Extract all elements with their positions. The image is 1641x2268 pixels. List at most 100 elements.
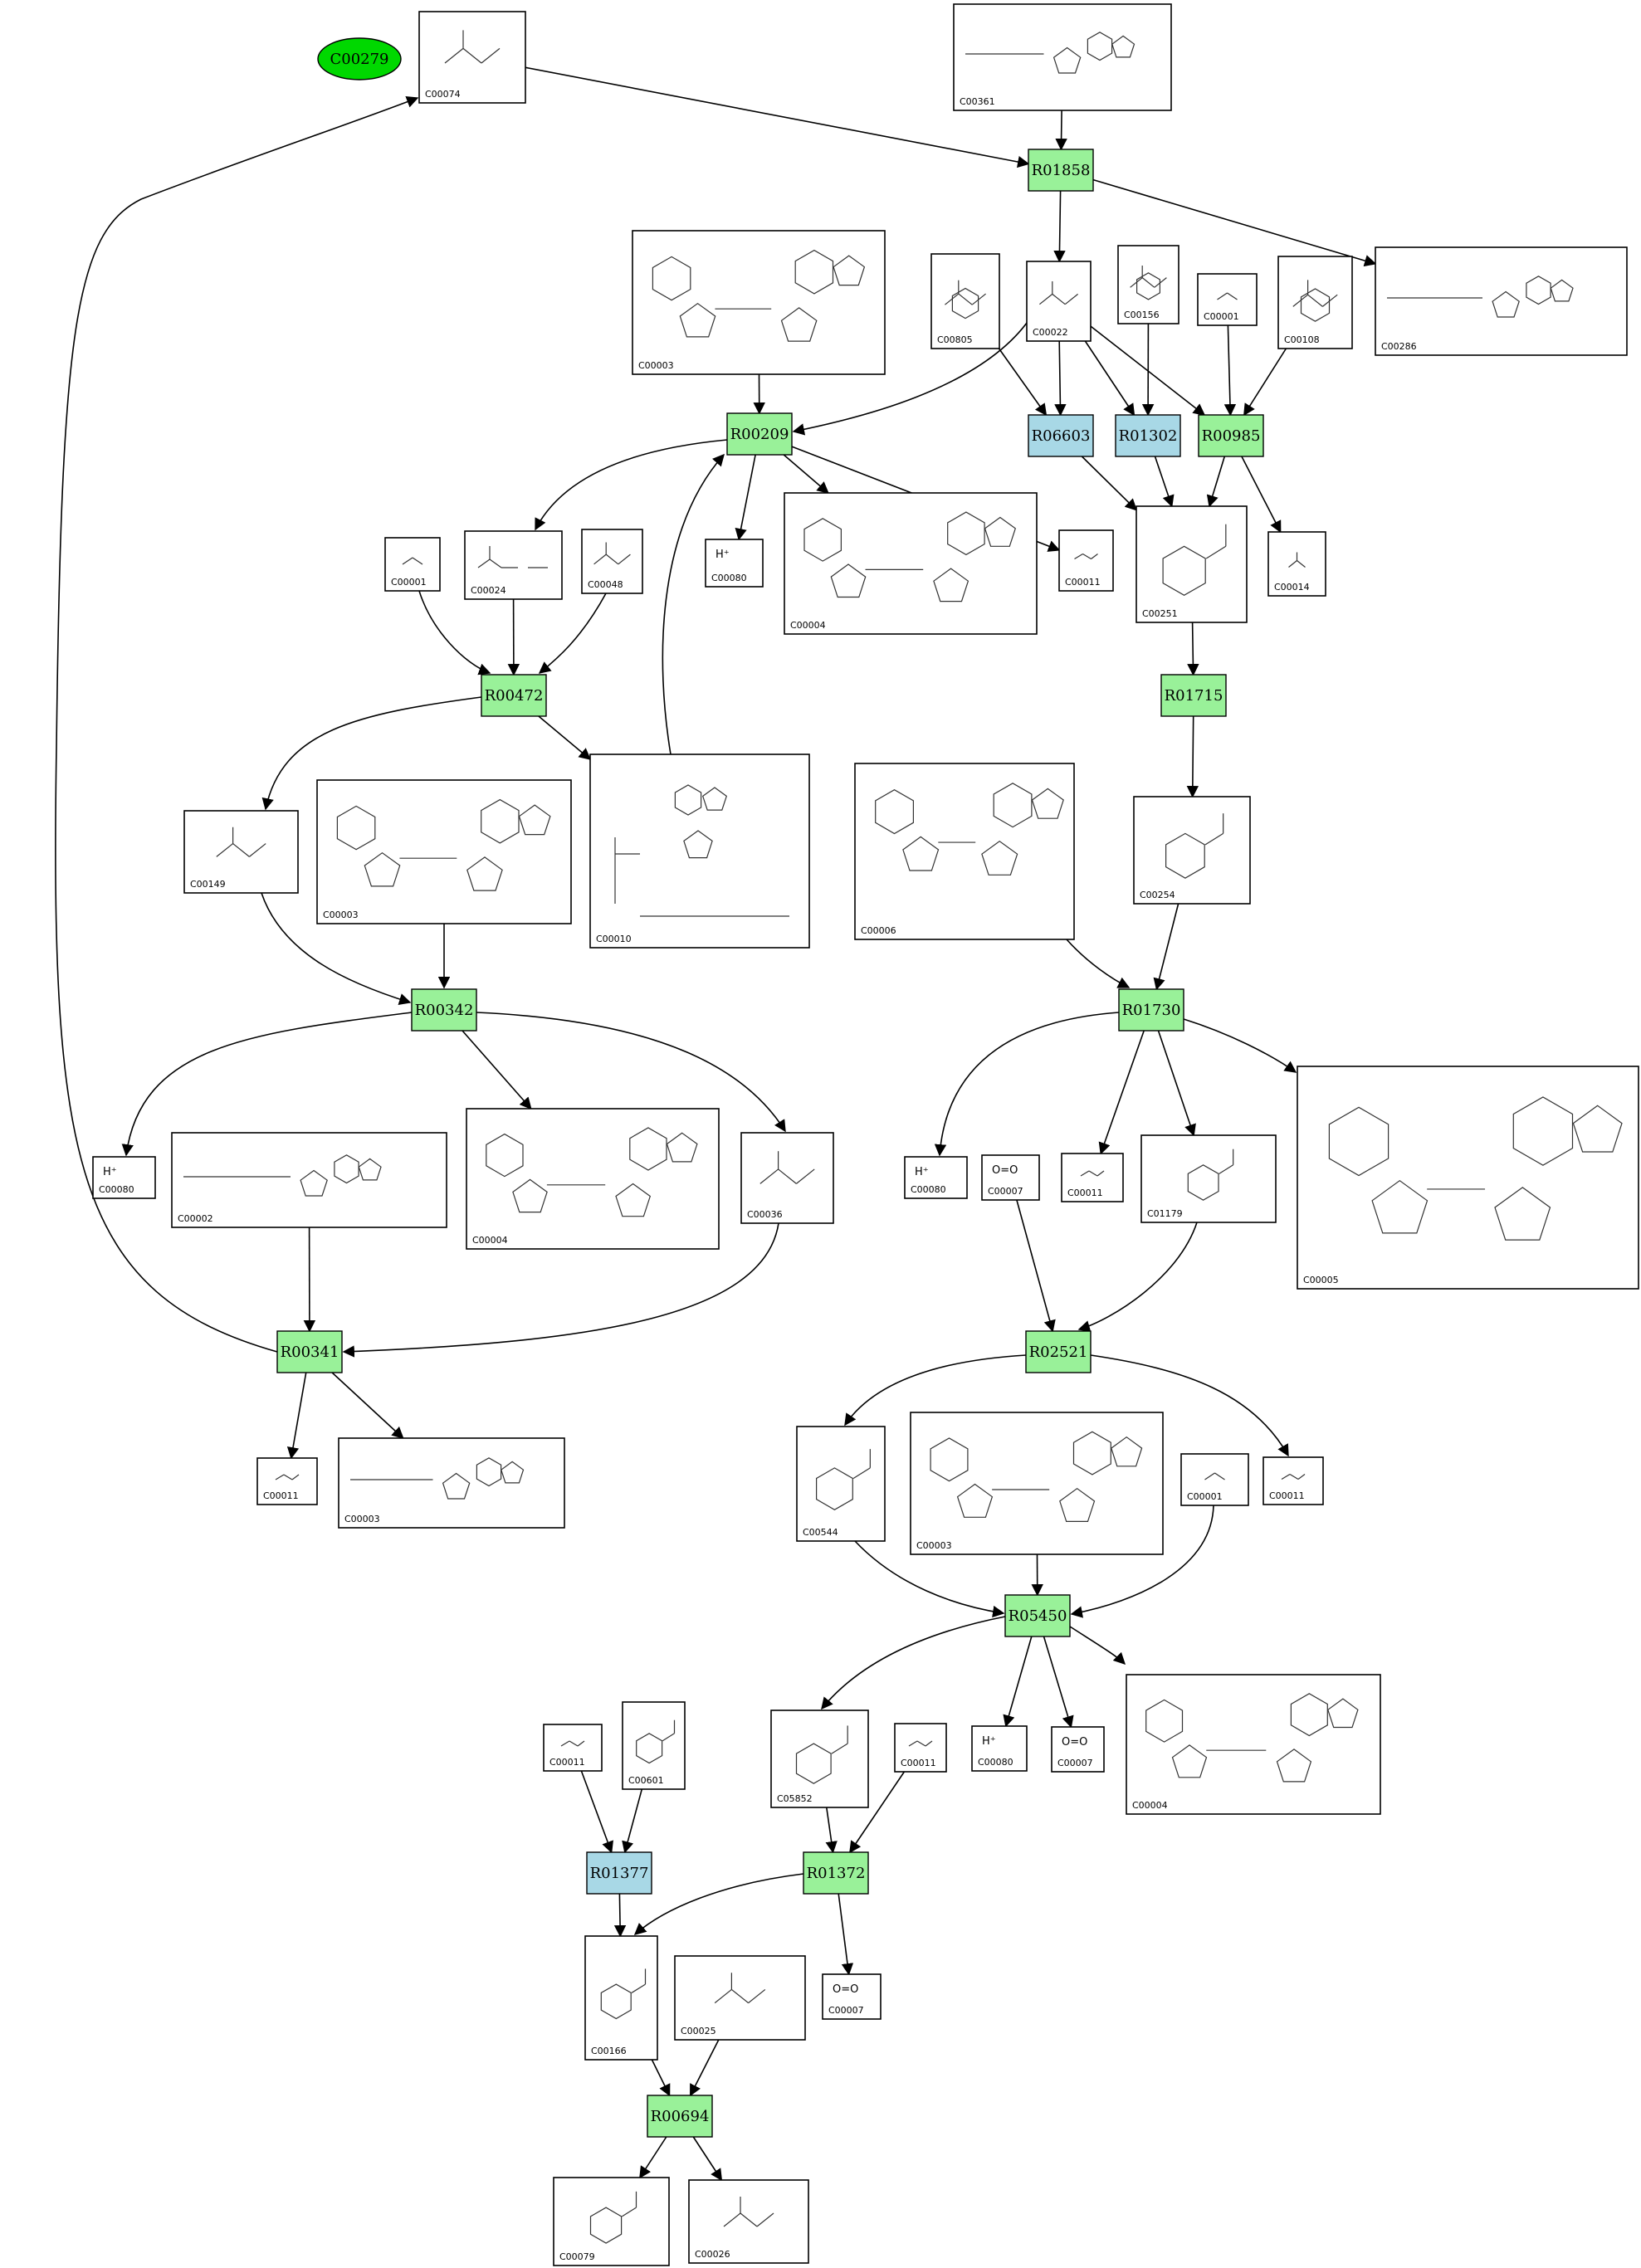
compound-c00003b[interactable]: C00003 [316,779,572,924]
reaction-r01372[interactable]: R01372 [803,1851,869,1895]
compound-c00805[interactable]: C00805 [930,253,1000,349]
compound-id-label: C00003 [344,1514,380,1524]
reaction-r02521[interactable]: R02521 [1025,1330,1092,1373]
edge-r01377-to-c00166 [613,1893,627,1938]
compound-structure-icon [652,249,866,342]
compound-c00149[interactable]: C00149 [183,810,299,894]
compound-c00011e[interactable]: C00011 [256,1457,318,1505]
compound-id-label: C00005 [1303,1275,1339,1285]
compound-c00004a[interactable]: C00004 [784,492,1038,635]
edge-r01730-to-c00011b [1098,1030,1145,1155]
compound-c00251[interactable]: C00251 [1136,505,1248,623]
edge-r00342-to-c00036 [476,1012,786,1133]
compound-c00080d[interactable]: H⁺C00080 [971,1725,1028,1772]
compound-c00544[interactable]: C00544 [796,1426,886,1542]
compound-c00014[interactable]: C00014 [1267,531,1326,597]
compound-c00024[interactable]: C00024 [464,530,563,600]
compound-c00003a[interactable]: C00003 [632,230,886,375]
compound-id-label: C00001 [391,577,427,588]
compound-structure-icon [216,827,266,857]
edge-c00074-to-r01858 [525,66,1030,168]
compound-c00011a[interactable]: C00011 [1058,529,1114,592]
compound-c00048[interactable]: C00048 [581,529,643,594]
reaction-r01302[interactable]: R01302 [1115,414,1181,457]
compound-structure-icon [477,546,548,568]
compound-c00004c[interactable]: C00004 [1126,1674,1381,1815]
compound-c00079[interactable]: C00079 [553,2177,670,2266]
edge-c00022-to-r00209 [792,319,1030,436]
compound-c00011d[interactable]: C00011 [543,1724,603,1772]
compound-id-label: C00001 [1187,1491,1223,1502]
compound-c00003c[interactable]: C00003 [338,1437,565,1529]
compound-c00080a[interactable]: H⁺C00080 [705,539,764,588]
compound-c00080b[interactable]: H⁺C00080 [92,1156,156,1199]
reaction-r01730[interactable]: R01730 [1118,988,1184,1032]
compound-c00010[interactable]: C00010 [589,754,810,949]
edge-r05450-to-c00004c [1069,1626,1126,1666]
edge-c00149-to-r00342 [261,892,412,1006]
reaction-r00985[interactable]: R00985 [1198,414,1264,457]
compound-structure-icon [614,784,789,917]
compound-structure-icon [1130,266,1167,300]
reaction-r06603[interactable]: R06603 [1028,414,1094,457]
compound-c00011f[interactable]: C00011 [894,1723,947,1773]
reaction-id-label: R00985 [1202,427,1261,445]
compound-c00036[interactable]: C00036 [740,1132,834,1224]
compound-structure-icon [803,511,1017,602]
reaction-r00342[interactable]: R00342 [411,988,477,1032]
compound-id-label: C00080 [911,1184,946,1195]
compound-structure-icon: O=O [833,1983,858,1996]
reaction-r01715[interactable]: R01715 [1160,674,1227,717]
compound-c01179[interactable]: C01179 [1140,1134,1277,1223]
compound-c00254[interactable]: C00254 [1133,796,1251,905]
reaction-r01858[interactable]: R01858 [1028,149,1094,192]
reaction-r05450[interactable]: R05450 [1004,1594,1071,1637]
compound-structure-icon: H⁺ [715,549,730,561]
compound-structure-icon [1288,552,1306,568]
compound-id-label: C00149 [190,879,226,890]
compound-c00022[interactable]: C00022 [1026,261,1092,342]
compound-id-label: C00361 [960,96,995,107]
compound-c00026[interactable]: C00026 [688,2179,809,2264]
compound-c00074[interactable]: C00074 [418,11,526,104]
compound-formula: H⁺ [915,1166,929,1178]
compound-c00002[interactable]: C00002 [171,1132,447,1228]
compound-c00166[interactable]: C00166 [584,1935,658,2061]
compound-c00011c[interactable]: C00011 [1262,1456,1324,1505]
compound-c00080c[interactable]: H⁺ C00080 [904,1156,968,1199]
reaction-id-label: R02521 [1029,1344,1088,1361]
compound-c00001a[interactable]: C00001 [1197,273,1258,326]
compound-c00001c[interactable]: C00001 [1180,1453,1249,1506]
compound-c00286[interactable]: C00286 [1375,246,1628,356]
compound-c00004b[interactable]: C00004 [466,1108,720,1250]
compound-c00025[interactable]: C00025 [674,1955,806,2041]
compound-c00108[interactable]: C00108 [1277,256,1353,349]
start-compound-c00279[interactable]: C00279 [317,37,402,80]
compound-id-label: C00108 [1284,334,1320,345]
edge-r00985-to-c00014 [1241,456,1282,534]
reaction-r00209[interactable]: R00209 [726,412,793,456]
reaction-r01377[interactable]: R01377 [586,1851,652,1895]
compound-id-label: C00006 [861,925,896,936]
reaction-r00472[interactable]: R00472 [481,674,547,717]
compound-c00011b[interactable]: C00011 [1061,1153,1124,1202]
compound-c00005[interactable]: C00005 [1297,1066,1639,1290]
compound-c00001b[interactable]: C00001 [384,537,441,592]
compound-c00003d[interactable]: C00003 [910,1412,1164,1555]
compound-id-label: C00007 [988,1186,1023,1197]
compound-c00006[interactable]: C00006 [854,763,1075,940]
compound-c00601[interactable]: C00601 [622,1701,686,1790]
compound-structure-icon [275,1474,300,1480]
compound-id-label: C00251 [1142,608,1178,619]
compound-c00156[interactable]: C00156 [1117,245,1179,324]
edge-c01179-to-r02521 [1077,1222,1198,1333]
reaction-r00694[interactable]: R00694 [647,2095,713,2138]
compound-c00361[interactable]: C00361 [953,3,1172,111]
compound-c05852[interactable]: C05852 [770,1710,869,1808]
compound-formula: H⁺ [103,1166,117,1178]
reaction-r00341[interactable]: R00341 [276,1330,343,1373]
